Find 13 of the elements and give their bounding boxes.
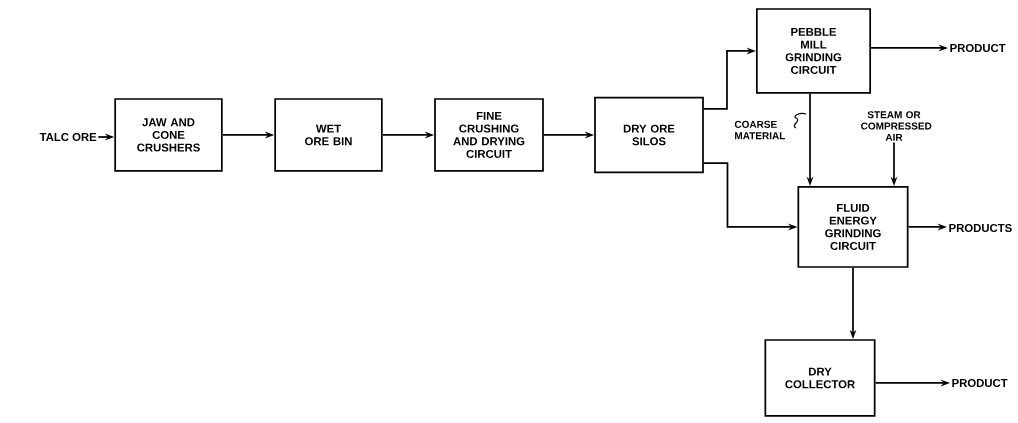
- stream-label: PRODUCT: [950, 44, 1006, 52]
- process-box: FINE CRUSHING AND DRYING CIRCUIT: [434, 98, 544, 172]
- edge-label: COARSE MATERIAL: [733, 119, 792, 141]
- process-box: JAW AND CONE CRUSHERS: [114, 98, 223, 172]
- stream-label: PRODUCT: [952, 379, 1008, 387]
- process-box: WET ORE BIN: [274, 98, 383, 172]
- input-label: STEAM OR COMPRESSED AIR: [861, 111, 932, 141]
- process-box: DRY ORE SILOS: [594, 96, 704, 174]
- stream-label: PRODUCTS: [949, 224, 1012, 232]
- process-box: PEBBLE MILL GRINDING CIRCUIT: [755, 8, 872, 94]
- process-box: DRY COLLECTOR: [764, 339, 876, 417]
- process-box: FLUID ENERGY GRINDING CIRCUIT: [797, 186, 909, 268]
- stream-label: TALC ORE: [39, 133, 97, 141]
